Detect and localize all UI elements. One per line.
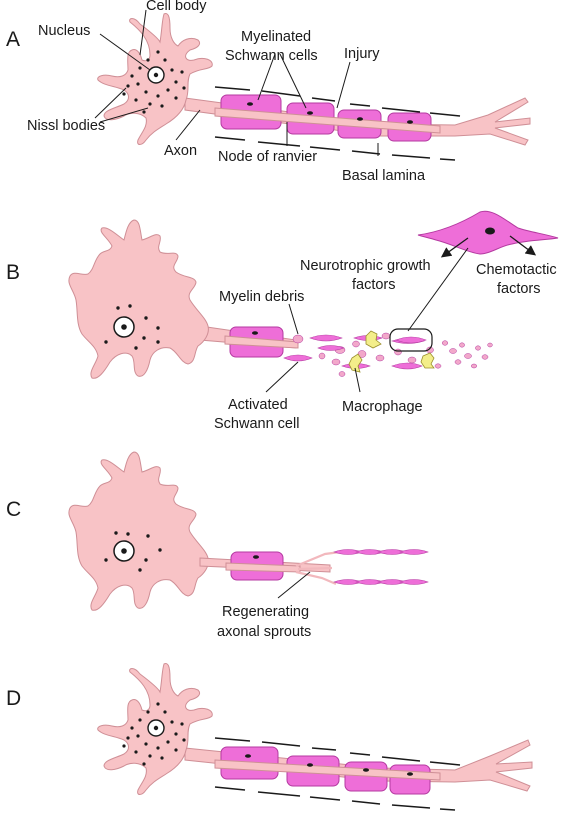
leader-schwann-2 [279, 53, 307, 109]
panel-c-letter: C [6, 498, 21, 521]
schwann-cell-bands [333, 549, 429, 585]
label-nucleus: Nucleus [38, 23, 90, 39]
label-chemotactic-1: Chemotactic [476, 262, 557, 278]
panel-c: C Regenerating axonal s [6, 451, 429, 640]
connector-line [407, 247, 469, 332]
cell-body-shape [68, 451, 209, 611]
panel-a-letter: A [6, 28, 20, 51]
label-cell-body: Cell body [146, 0, 207, 14]
nissl-bodies-icon [122, 702, 186, 766]
label-basal: Basal lamina [342, 168, 426, 184]
nissl-bodies-icon [104, 531, 162, 572]
panel-d-letter: D [6, 687, 21, 710]
leader-nissl-2 [99, 107, 149, 123]
leader-cell-body [139, 9, 147, 56]
label-neurotrophic-2: factors [352, 277, 396, 293]
myelin-debris [292, 332, 493, 377]
panel-a: A [6, 0, 531, 184]
label-macrophage: Macrophage [342, 399, 423, 415]
label-chemotactic-2: factors [497, 281, 541, 297]
nissl-bodies-icon [122, 50, 186, 114]
basal-lamina-lines [214, 86, 461, 161]
boxed-schwann-cell [395, 336, 427, 344]
label-myelin-debris: Myelin debris [219, 289, 304, 305]
leader-regenerating [277, 571, 311, 599]
label-activated-1: Activated [228, 397, 288, 413]
leader-myelin-debris [288, 303, 299, 335]
label-injury: Injury [344, 46, 380, 62]
panel-d: D [6, 663, 533, 811]
leader-injury [336, 61, 351, 109]
label-regenerating-2: axonal sprouts [217, 624, 311, 640]
arrow-chemotactic [509, 235, 537, 256]
label-node: Node of ranvier [218, 149, 317, 165]
leader-nissl-1 [94, 87, 127, 119]
basal-lamina-lines [214, 737, 461, 811]
leader-nucleus [99, 33, 151, 71]
nissl-bodies-icon [104, 304, 160, 350]
panel-b: B [6, 210, 559, 432]
label-nissl: Nissl bodies [27, 118, 105, 134]
label-regenerating-1: Regenerating [222, 604, 309, 620]
highlight-box [389, 328, 433, 352]
label-neurotrophic-1: Neurotrophic growth [300, 258, 431, 274]
leader-activated [265, 361, 299, 393]
panel-b-letter: B [6, 261, 20, 284]
leader-axon [175, 109, 201, 141]
axon-through-myelin [214, 107, 441, 134]
axonal-sprouts [295, 550, 341, 586]
axon-through-myelin [224, 335, 299, 349]
label-axon: Axon [164, 143, 197, 159]
cell-body-shape [68, 219, 209, 379]
label-myelinated-1: Myelinated [241, 29, 311, 45]
arrow-neurotrophic [440, 237, 469, 258]
leader-macrophage [354, 367, 361, 393]
label-activated-2: Schwann cell [214, 416, 299, 432]
leader-schwann-1 [257, 53, 276, 101]
label-myelinated-2: Schwann cells [225, 48, 318, 64]
macrophage-icon [348, 330, 435, 373]
